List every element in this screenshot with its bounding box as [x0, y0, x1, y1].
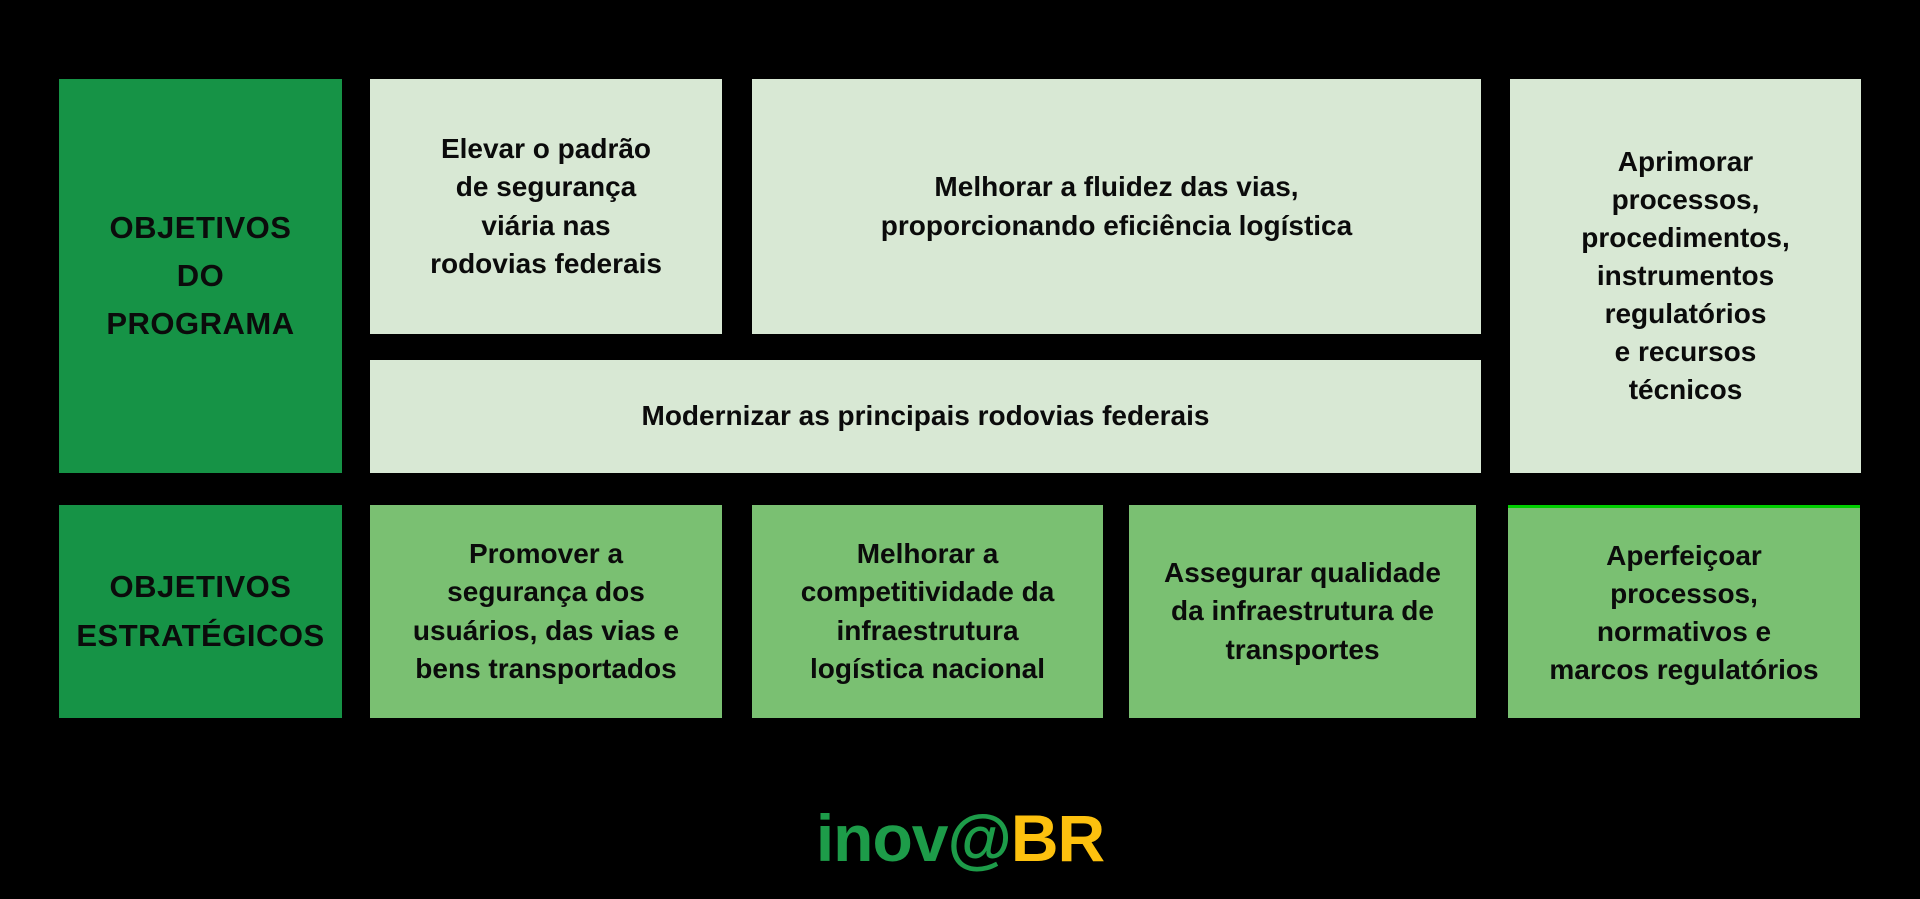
- program-objectives-label: OBJETIVOS DO PROGRAMA: [59, 79, 342, 473]
- program-objective-road-safety: Elevar o padrão de segurança viária nas …: [370, 79, 722, 334]
- logo-inov-text: inov@: [815, 801, 1012, 875]
- strategic-objective-user-safety: Promover a segurança dos usuários, das v…: [370, 505, 722, 718]
- inovabr-logo: inov@BR: [0, 788, 1920, 888]
- strategic-objective-competitiveness: Melhorar a competitividade da infraestru…: [752, 505, 1103, 718]
- strategic-objectives-label: OBJETIVOS ESTRATÉGICOS: [59, 505, 342, 718]
- program-objective-processes: Aprimorar processos, procedimentos, inst…: [1510, 79, 1861, 473]
- strategic-objective-regulatory: Aperfeiçoar processos, normativos e marc…: [1508, 505, 1860, 718]
- program-objective-traffic-flow: Melhorar a fluidez das vias, proporciona…: [752, 79, 1481, 334]
- logo-br-text: BR: [1010, 801, 1105, 875]
- program-objective-modernize: Modernizar as principais rodovias federa…: [370, 360, 1481, 473]
- strategic-objective-infrastructure-quality: Assegurar qualidade da infraestrutura de…: [1129, 505, 1476, 718]
